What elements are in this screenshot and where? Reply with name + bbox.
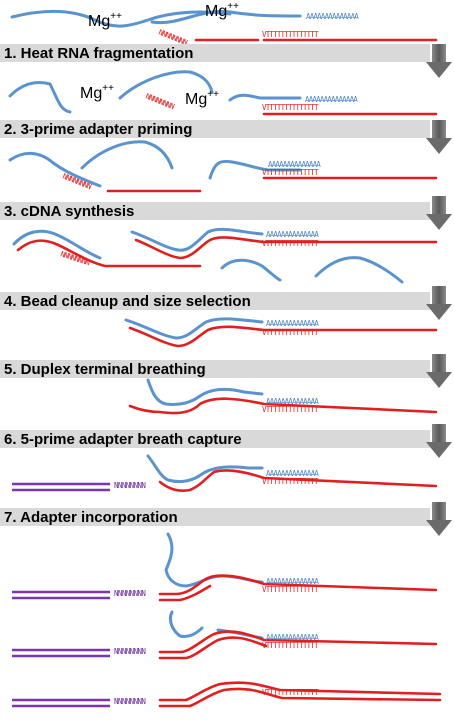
- polyt-primer: VTTTTTTTTTTTTTT: [262, 477, 319, 486]
- polyt-primer: VTTTTTTTTTTTTTT: [262, 641, 319, 650]
- down-arrow-icon: [426, 120, 452, 154]
- mg-ion-label: Mg++: [185, 89, 219, 108]
- down-arrow-icon: [426, 44, 452, 78]
- random-n-primer: NNNNNNNN: [61, 172, 92, 192]
- step-6-bar: [0, 430, 430, 448]
- polyt-primer: VTTTTTTTTTTTTTT: [262, 405, 319, 414]
- down-arrow-icon: [426, 354, 452, 388]
- adapter-random-n: NNNNNNNN: [114, 589, 145, 598]
- row-6-molecules: [12, 454, 438, 493]
- polyt-primer: VTTTTTTTTTTTTTT: [262, 103, 319, 112]
- polya-tail: AAAAAAAAAAAAAA: [266, 397, 319, 406]
- down-arrow-icon: [426, 424, 452, 458]
- step-6-label: 6. 5-prime adapter breath capture: [4, 431, 242, 448]
- step-5-bar: [0, 360, 430, 378]
- mg-ion-label: Mg++: [80, 83, 114, 102]
- polya-tail: AAAAAAAAAAAAAA: [266, 469, 319, 478]
- step-5-label: 5. Duplex terminal breathing: [4, 361, 206, 378]
- adapter-random-n: NNNNNNNN: [114, 481, 145, 490]
- polyt-primer: VTTTTTTTTTTTTTT: [262, 239, 319, 248]
- row-7a-molecules: [12, 532, 438, 602]
- step-7-bar: [0, 508, 430, 526]
- mg-ion-label: Mg++: [88, 11, 122, 30]
- row-5-molecules: [128, 378, 438, 415]
- step-4-label: 4. Bead cleanup and size selection: [4, 293, 251, 310]
- polyt-primer: VTTTTTTTTTTTTTT: [262, 328, 319, 337]
- polyt-primer: VTTTTTTTTTTTTTT: [262, 168, 319, 177]
- polya-tail: AAAAAAAAAAAAAA: [268, 160, 321, 169]
- down-arrow-icon: [426, 196, 452, 230]
- step-1-bar: [0, 44, 430, 62]
- row-2-molecules: [8, 140, 438, 193]
- down-arrow-icon: [426, 502, 452, 536]
- step-7-label: 7. Adapter incorporation: [4, 509, 178, 526]
- step-4-bar: [0, 292, 430, 310]
- step-2-bar: [0, 120, 430, 138]
- polyt-primer: VTTTTTTTTTTTTTT: [262, 30, 319, 39]
- polya-tail: AAAAAAAAAAAAAA: [266, 633, 319, 642]
- row-1-molecules: [8, 70, 438, 124]
- random-n-primer: NNNNNNNN: [144, 92, 175, 112]
- mg-ion-label: Mg++: [205, 1, 239, 20]
- row-4-molecules: [124, 317, 438, 348]
- polya-tail: AAAAAAAAAAAAAA: [305, 95, 358, 104]
- row-3-molecules: [12, 227, 438, 284]
- step-1-label: 1. Heat RNA fragmentation: [4, 45, 193, 62]
- polya-tail: AAAAAAAAAAAAAA: [266, 230, 319, 239]
- polyt-primer: VTTTTTTTTTTTTTT: [262, 688, 319, 697]
- row-0-molecules: [10, 9, 438, 42]
- polya-tail: AAAAAAAAAAAAAA: [266, 319, 319, 328]
- step-3-bar: [0, 202, 430, 220]
- polya-tail: AAAAAAAAAAAAAA: [306, 12, 359, 21]
- row-7c-molecules: [12, 681, 442, 708]
- step-3-label: 3. cDNA synthesis: [4, 203, 134, 220]
- polyt-primer: VTTTTTTTTTTTTTT: [262, 585, 319, 594]
- step-2-label: 2. 3-prime adapter priming: [4, 121, 192, 138]
- adapter-random-n: NNNNNNNN: [114, 647, 145, 656]
- row-7b-molecules: [12, 610, 438, 660]
- down-arrow-icon: [426, 286, 452, 320]
- adapter-random-n: NNNNNNNN: [114, 697, 145, 706]
- polya-tail: AAAAAAAAAAAAAA: [266, 577, 319, 586]
